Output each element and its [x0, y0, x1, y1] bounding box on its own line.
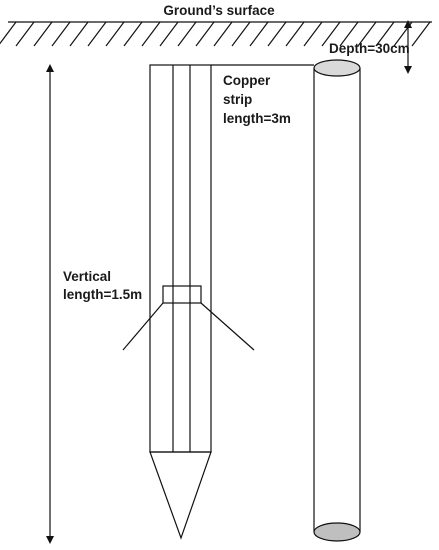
hatch-line	[303, 21, 323, 47]
copper-strip-line-1: Copper	[223, 73, 271, 88]
hatch-line	[231, 21, 251, 47]
cylinder-bottom-ellipse	[313, 522, 361, 542]
clamp	[162, 285, 202, 304]
hatch-line	[285, 21, 305, 47]
hatch-line	[123, 21, 143, 47]
hatch-line	[159, 21, 179, 47]
copper-strip-line-3: length=3m	[223, 111, 291, 126]
hatch-line	[177, 21, 197, 47]
hatch-line	[195, 21, 215, 47]
hatch-line	[267, 21, 287, 47]
ground-surface-label: Ground’s surface	[163, 3, 275, 18]
hatch-line	[87, 21, 107, 47]
vertical-length-line-2: length=1.5m	[63, 287, 142, 302]
ground-hatching	[0, 21, 431, 47]
hatch-line	[141, 21, 161, 47]
hatch-line	[339, 21, 359, 47]
vertical-length-label: Vertical length=1.5m	[63, 269, 142, 302]
depth-label: Depth=30cm	[329, 41, 410, 56]
hatch-line	[357, 21, 377, 47]
hatch-line	[15, 21, 35, 47]
copper-strip-label: Copper strip length=3m	[223, 73, 291, 126]
clamp-leader-right	[200, 302, 255, 351]
hatch-line	[411, 21, 431, 47]
ground-rod	[122, 64, 255, 540]
hatch-line	[69, 21, 89, 47]
rod-tip	[149, 451, 212, 540]
hatch-line	[51, 21, 71, 47]
copper-strip-line-2: strip	[223, 92, 252, 107]
hatch-line	[249, 21, 269, 47]
hatch-line	[213, 21, 233, 47]
ground-surface	[0, 21, 432, 47]
vertical-length-line-1: Vertical	[63, 269, 111, 284]
cylinder	[313, 59, 361, 542]
hatch-line	[375, 21, 395, 47]
hatch-line	[0, 21, 17, 45]
cylinder-top-ellipse	[313, 59, 361, 77]
clamp-leader-left	[122, 302, 164, 351]
hatch-line	[33, 21, 53, 47]
hatch-line	[321, 21, 341, 47]
hatch-line	[105, 21, 125, 47]
rod-body	[149, 64, 212, 453]
